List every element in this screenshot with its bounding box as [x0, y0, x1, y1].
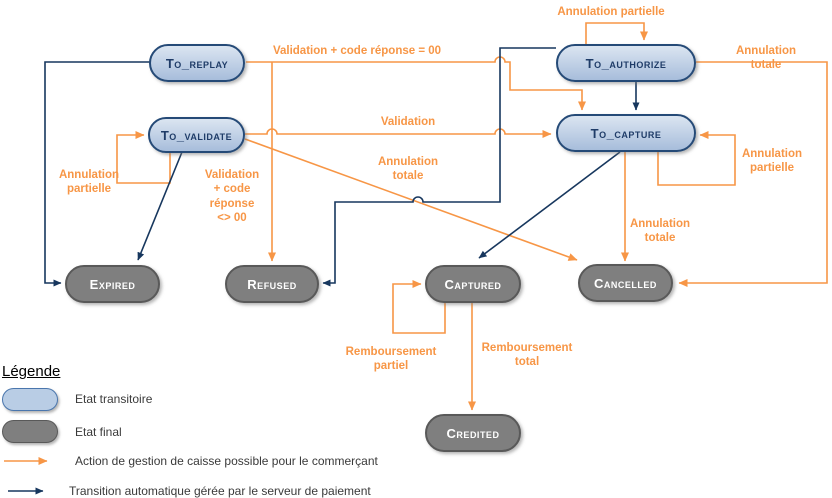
edge-authorize-to-refused — [322, 47, 556, 287]
edge-replay-to-expired — [44, 61, 150, 287]
node-to-authorize: To_authorize — [556, 44, 696, 82]
edge-validate-to-capture-validation — [245, 128, 552, 138]
edge-replay-to-capture-validation-00 — [246, 56, 586, 111]
node-captured: Captured — [425, 265, 521, 303]
edge-label-annulation-partielle-validate: Annulation partielle — [58, 169, 120, 196]
legend-item-merchant-action: Action de gestion de caisse possible pou… — [75, 454, 378, 468]
edge-label-annulation-totale-authorize: Annulation totale — [735, 45, 797, 72]
edge-label-annulation-partielle-capture: Annulation partielle — [741, 148, 803, 175]
edge-authorize-self-loop-annulation-partielle — [585, 22, 648, 44]
edge-label-validation: Validation — [380, 116, 436, 128]
legend-item-automatic-transition: Transition automatique gérée par le serv… — [69, 484, 371, 498]
edge-capture-to-captured — [478, 151, 621, 259]
edge-label-annulation-totale-capture: Annulation totale — [629, 218, 691, 245]
edge-label-validation-code-00: Validation + code réponse = 00 — [272, 45, 442, 57]
edge-authorize-to-cancelled-annulation-totale — [678, 61, 828, 287]
legend-item-final-state: Etat final — [75, 425, 122, 439]
edge-validate-self-loop-annulation-partielle — [116, 131, 171, 184]
node-credited: Credited — [425, 414, 521, 452]
node-refused: Refused — [225, 265, 319, 303]
legend-title: Légende — [2, 363, 61, 380]
node-to-capture: To_capture — [556, 114, 696, 152]
edge-label-annulation-partielle-authorize: Annulation partielle — [557, 6, 665, 18]
edge-label-annulation-totale-validate: Annulation totale — [377, 156, 439, 183]
edge-capture-self-loop-annulation-partielle — [657, 131, 736, 186]
edge-captured-self-loop-remboursement-partiel — [392, 280, 446, 334]
node-to-replay: To_replay — [149, 44, 245, 82]
node-expired: Expired — [65, 265, 160, 303]
legend-swatch-final-state — [2, 420, 58, 443]
edge-label-remboursement-total: Remboursement total — [481, 342, 573, 369]
legend-item-transitional-state: Etat transitoire — [75, 392, 153, 406]
legend-swatch-transitional-state — [2, 388, 58, 411]
node-cancelled: Cancelled — [578, 264, 673, 302]
edge-validate-to-expired — [137, 151, 183, 261]
node-to-validate: To_validate — [148, 117, 245, 153]
edge-label-remboursement-partiel: Remboursement partiel — [345, 346, 437, 373]
edge-label-validation-code-not-00: Validation + code réponse <> 00 — [204, 169, 260, 225]
edge-validate-to-cancelled-annulation-totale — [244, 138, 578, 261]
